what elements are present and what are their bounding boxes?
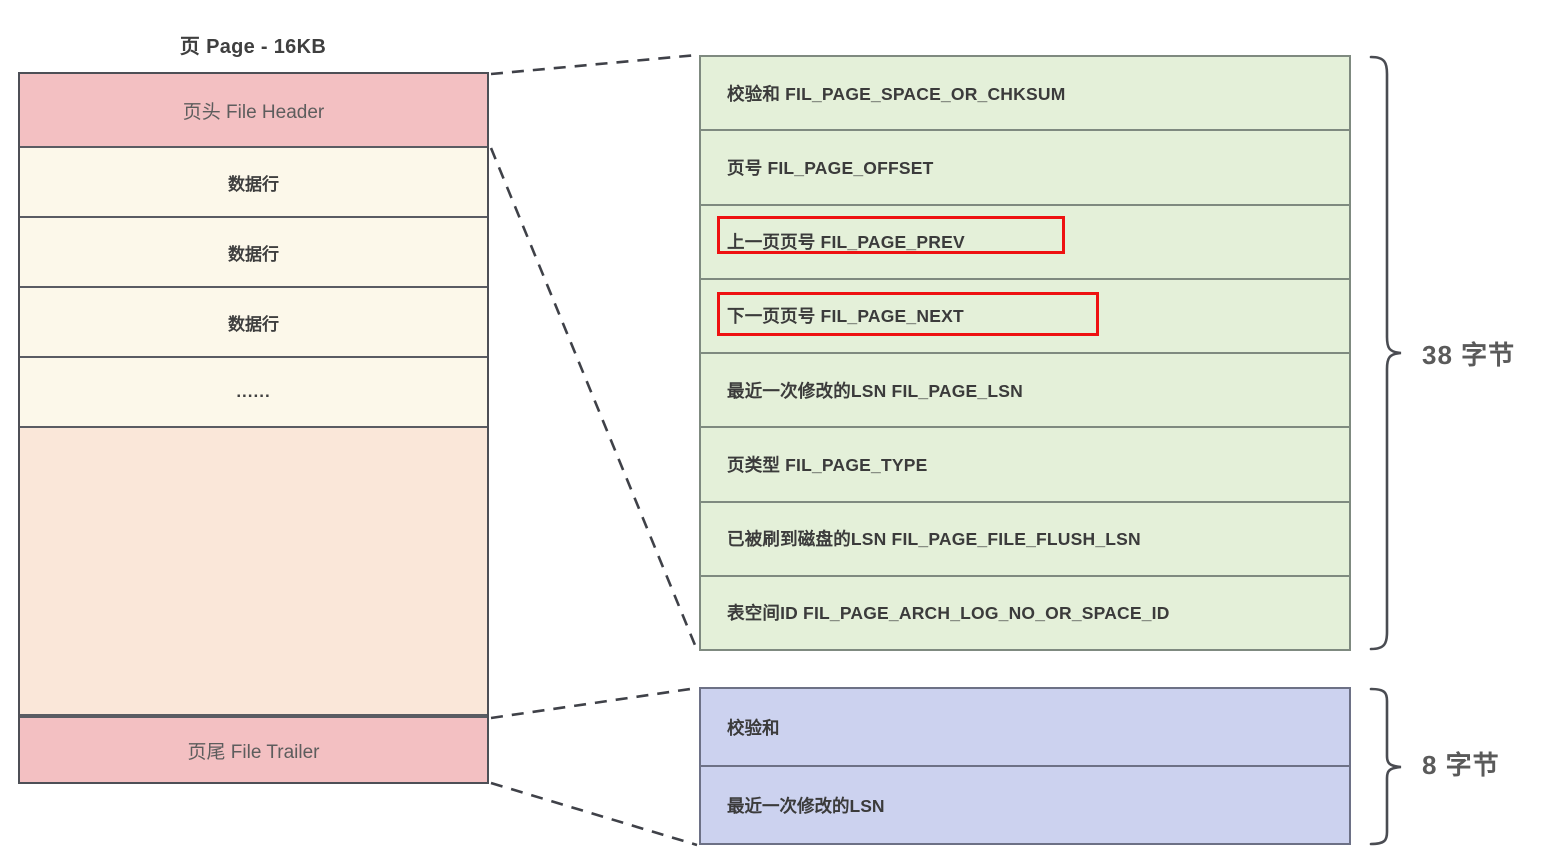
page-row-label: 页尾 File Trailer: [187, 741, 320, 763]
header-field-label: 页类型 FIL_PAGE_TYPE: [727, 454, 928, 475]
page-row-label: 数据行: [228, 314, 279, 334]
page-title: 页 Page - 16KB: [179, 36, 327, 58]
size-label-file-trailer: 8 字节: [1422, 750, 1500, 780]
header-field-space-id[interactable]: 表空间ID FIL_PAGE_ARCH_LOG_NO_OR_SPACE_ID: [701, 577, 1349, 649]
page-row-data-2[interactable]: 数据行: [20, 218, 487, 288]
header-field-page-lsn[interactable]: 最近一次修改的LSN FIL_PAGE_LSN: [701, 354, 1349, 429]
header-field-label: 页号 FIL_PAGE_OFFSET: [727, 157, 934, 178]
trailer-field-checksum[interactable]: 校验和: [701, 689, 1349, 767]
brace-38-bytes: [1369, 55, 1402, 651]
header-field-page-prev[interactable]: 上一页页号 FIL_PAGE_PREV: [701, 206, 1349, 280]
trailer-field-label: 最近一次修改的LSN: [727, 795, 885, 816]
page-block: 页头 File Header 数据行 数据行 数据行 ...... 页尾 Fil…: [18, 72, 489, 784]
connector-header-top: [490, 53, 698, 76]
page-row-label: 页头 File Header: [182, 101, 325, 123]
header-field-label: 校验和 FIL_PAGE_SPACE_OR_CHKSUM: [727, 83, 1066, 104]
header-field-page-next[interactable]: 下一页页号 FIL_PAGE_NEXT: [701, 280, 1349, 354]
header-field-label: 最近一次修改的LSN FIL_PAGE_LSN: [727, 380, 1023, 401]
header-field-label: 上一页页号 FIL_PAGE_PREV: [727, 232, 965, 253]
size-label-file-header: 38 字节: [1422, 340, 1516, 370]
brace-8-bytes: [1369, 687, 1402, 846]
header-field-page-type[interactable]: 页类型 FIL_PAGE_TYPE: [701, 428, 1349, 503]
trailer-field-label: 校验和: [727, 717, 780, 738]
header-field-file-flush-lsn[interactable]: 已被刷到磁盘的LSN FIL_PAGE_FILE_FLUSH_LSN: [701, 503, 1349, 577]
file-header-detail-box: 校验和 FIL_PAGE_SPACE_OR_CHKSUM 页号 FIL_PAGE…: [699, 55, 1351, 651]
trailer-field-last-modified-lsn[interactable]: 最近一次修改的LSN: [701, 767, 1349, 843]
connector-header-bottom: [489, 147, 699, 651]
page-row-file-header[interactable]: 页头 File Header: [20, 74, 487, 148]
page-row-free-space[interactable]: [20, 428, 487, 716]
header-field-page-offset[interactable]: 页号 FIL_PAGE_OFFSET: [701, 131, 1349, 206]
header-field-label: 已被刷到磁盘的LSN FIL_PAGE_FILE_FLUSH_LSN: [727, 529, 1141, 550]
header-field-label: 下一页页号 FIL_PAGE_NEXT: [727, 306, 964, 327]
file-trailer-detail-box: 校验和 最近一次修改的LSN: [699, 687, 1351, 845]
connector-trailer-top: [490, 686, 698, 720]
page-row-file-trailer[interactable]: 页尾 File Trailer: [20, 716, 487, 782]
page-row-data-more[interactable]: ......: [20, 358, 487, 428]
page-row-label: 数据行: [228, 244, 279, 264]
connector-trailer-bottom: [490, 781, 698, 847]
header-field-checksum[interactable]: 校验和 FIL_PAGE_SPACE_OR_CHKSUM: [701, 57, 1349, 132]
page-row-label: 数据行: [228, 174, 279, 194]
page-row-data-3[interactable]: 数据行: [20, 288, 487, 358]
header-field-label: 表空间ID FIL_PAGE_ARCH_LOG_NO_OR_SPACE_ID: [727, 603, 1170, 624]
page-row-data-1[interactable]: 数据行: [20, 148, 487, 218]
page-row-label: ......: [236, 382, 271, 401]
